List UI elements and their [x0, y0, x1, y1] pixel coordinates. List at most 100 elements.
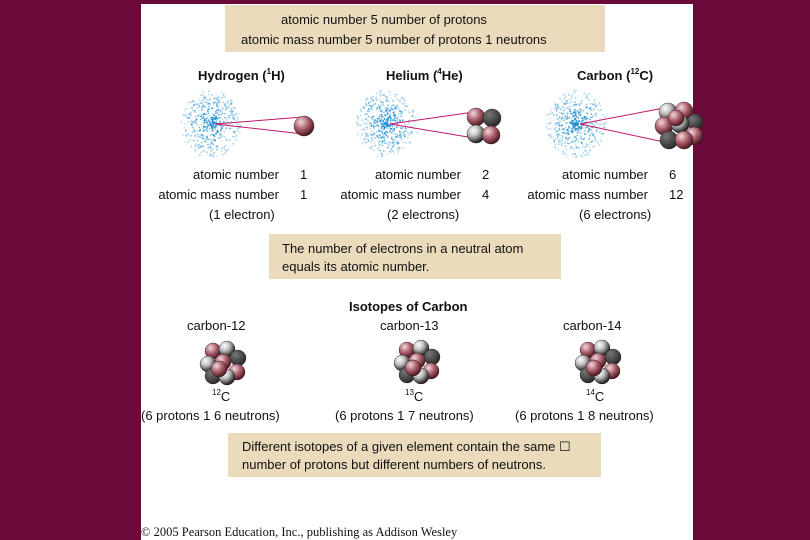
electron-cloud-dot	[232, 142, 235, 145]
electron-cloud-dot	[559, 112, 561, 114]
electron-cloud-dot	[388, 141, 391, 144]
electron-cloud-dot	[566, 142, 569, 144]
electron-cloud-dot	[212, 101, 215, 103]
electron-cloud-dot	[396, 147, 399, 150]
electron-cloud-dot	[372, 115, 374, 118]
electron-cloud-dot	[575, 119, 578, 122]
electron-cloud-dot	[356, 133, 359, 136]
electron-cloud-dot	[604, 123, 606, 125]
electron-cloud-dot	[235, 134, 238, 137]
electron-cloud-dot	[557, 121, 559, 123]
electron-cloud-dot	[573, 118, 576, 121]
electron-cloud-dot	[378, 99, 381, 101]
electron-cloud-dot	[599, 118, 601, 120]
electron-cloud-dot	[212, 148, 214, 150]
electron-cloud-dot	[364, 132, 367, 134]
electron-cloud-dot	[225, 138, 228, 141]
electron-cloud-dot	[202, 94, 204, 96]
carbon-13-composition: (6 protons 1 7 neutrons)	[335, 408, 474, 423]
electron-cloud-dot	[234, 112, 237, 115]
electron-cloud-dot	[594, 138, 597, 141]
electron-cloud-dot	[397, 105, 399, 107]
electron-cloud-dot	[586, 112, 589, 115]
magnification-line	[389, 111, 475, 125]
electron-cloud-dot	[588, 107, 591, 110]
electron-cloud-dot	[373, 126, 375, 129]
electron-cloud-dot	[200, 124, 202, 126]
electron-cloud-dot	[388, 111, 390, 113]
electron-cloud-dot	[224, 120, 226, 123]
electron-cloud-dot	[383, 132, 386, 134]
electron-cloud-dot	[563, 128, 566, 130]
electron-cloud-dot	[385, 98, 388, 100]
electron-cloud-dot	[575, 103, 578, 106]
electron-cloud-dot	[362, 105, 365, 108]
electron-cloud-dot	[185, 141, 187, 143]
electron-cloud-dot	[203, 124, 205, 126]
electron-cloud-dot	[585, 107, 587, 109]
electron-cloud-dot	[217, 137, 219, 139]
electron-cloud-dot	[203, 97, 205, 99]
electron-cloud-dot	[362, 107, 365, 110]
electron-cloud-dot	[551, 136, 553, 138]
electron-cloud-dot	[223, 103, 226, 106]
electron-cloud-dot	[379, 91, 382, 94]
electron-cloud-dot	[212, 98, 215, 100]
electron-cloud-dot	[400, 115, 403, 117]
electron-cloud-dot	[357, 124, 359, 126]
electron-cloud-dot	[390, 125, 392, 127]
electron-cloud-dot	[575, 144, 577, 146]
electron-cloud-dot	[366, 110, 369, 112]
electron-cloud-dot	[387, 104, 389, 107]
electron-cloud-dot	[219, 148, 221, 150]
electron-cloud-dot	[370, 137, 373, 139]
electron-cloud-dot	[230, 108, 233, 110]
carbon-14-composition: (6 protons 1 8 neutrons)	[515, 408, 654, 423]
electron-cloud-dot	[556, 105, 559, 107]
electron-cloud-dot	[212, 127, 214, 130]
electron-cloud-dot	[396, 123, 399, 126]
electron-cloud-dot	[222, 119, 224, 121]
electron-cloud-dot	[201, 107, 204, 109]
electron-cloud-dot	[554, 141, 556, 143]
neutron	[604, 348, 622, 366]
electron-cloud-dot	[405, 129, 407, 132]
electron-cloud-dot	[378, 149, 381, 151]
electron-cloud-dot	[380, 126, 382, 129]
electron-cloud-dot	[194, 103, 197, 105]
carbon-12-label: carbon-12	[187, 318, 246, 333]
hydrogen-title: Hydrogen (1H)	[198, 67, 285, 84]
electron-cloud-dot	[572, 141, 575, 143]
electron-cloud-dot	[202, 99, 204, 101]
electron-cloud-dot	[383, 125, 386, 128]
electron-cloud-dot	[216, 97, 219, 100]
electron-cloud-dot	[215, 109, 218, 112]
electron-cloud-dot	[580, 135, 582, 137]
electron-cloud-dot	[190, 145, 193, 148]
electron-cloud-dot	[192, 99, 194, 101]
electron-cloud-dot	[215, 104, 218, 106]
electron-cloud-dot	[215, 132, 217, 134]
electron-cloud-dot	[396, 126, 398, 128]
electron-cloud-dot	[569, 98, 571, 101]
electron-cloud-dot	[591, 122, 594, 125]
electron-cloud-dot	[225, 106, 227, 108]
electron-cloud-dot	[394, 136, 397, 138]
electron-cloud-dot	[565, 102, 568, 104]
proton	[481, 125, 501, 145]
electron-cloud-dot	[356, 122, 358, 125]
electron-cloud-dot	[561, 153, 564, 156]
electron-cloud-dot	[601, 132, 603, 135]
electron-cloud-dot	[559, 134, 561, 137]
electron-cloud-dot	[393, 119, 396, 122]
electron-cloud-dot	[205, 135, 207, 137]
electron-cloud-dot	[573, 117, 576, 119]
electron-cloud-dot	[566, 117, 569, 120]
electron-cloud-dot	[202, 115, 205, 118]
electron-cloud-dot	[370, 96, 373, 99]
electron-cloud-dot	[584, 133, 586, 135]
electron-cloud-dot	[574, 121, 576, 124]
electron-cloud-dot	[373, 115, 375, 118]
electron-cloud-dot	[574, 108, 576, 111]
electron-cloud-dot	[369, 104, 371, 107]
